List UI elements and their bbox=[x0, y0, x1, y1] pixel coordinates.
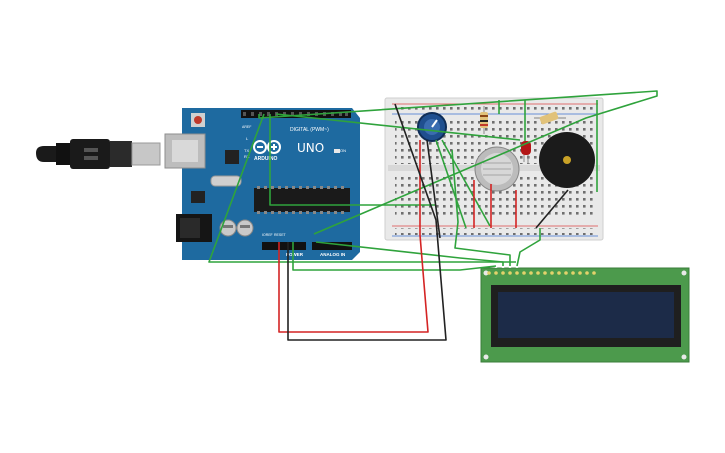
wire-black bbox=[287, 103, 447, 341]
ioref-label: IOREF bbox=[262, 233, 273, 237]
wire-green bbox=[315, 241, 504, 266]
wire-green bbox=[292, 242, 497, 271]
power-label: POWER bbox=[286, 252, 304, 257]
wire-green bbox=[451, 149, 511, 266]
on-label: ON bbox=[340, 148, 346, 153]
digital-header[interactable] bbox=[241, 110, 351, 118]
potentiometer-icon[interactable] bbox=[417, 112, 447, 142]
lcd-screen bbox=[498, 292, 674, 338]
l-label: L bbox=[246, 136, 249, 141]
reset-label: RESET bbox=[274, 233, 287, 237]
resistor-icon[interactable] bbox=[480, 106, 488, 134]
wire-green bbox=[269, 114, 436, 206]
power-header[interactable] bbox=[262, 242, 306, 250]
analog-label: ANALOG IN bbox=[320, 252, 345, 257]
wire-green bbox=[258, 90, 658, 235]
arduino-logo-icon bbox=[253, 140, 281, 154]
board-brand: ARDUINO bbox=[254, 156, 277, 162]
usb-cable-icon[interactable] bbox=[36, 139, 161, 169]
wire-green bbox=[275, 113, 521, 141]
wire-black bbox=[426, 139, 441, 239]
lcd-display-icon[interactable] bbox=[480, 264, 690, 363]
wires[interactable] bbox=[208, 90, 658, 341]
buzzer-icon[interactable] bbox=[539, 132, 595, 188]
wire-green bbox=[516, 228, 541, 267]
aref-label: AREF bbox=[242, 125, 251, 129]
atmega-chip bbox=[254, 188, 350, 212]
analog-header[interactable] bbox=[312, 242, 352, 250]
tx-label: TX bbox=[244, 148, 249, 153]
wire-black bbox=[535, 189, 569, 229]
wire-green bbox=[435, 139, 467, 229]
digital-label: DIGITAL (PWM~) bbox=[290, 127, 329, 133]
wire-green bbox=[208, 113, 516, 263]
resistor-icon[interactable] bbox=[534, 111, 566, 125]
board-model: UNO bbox=[297, 141, 324, 155]
wire-green bbox=[441, 139, 491, 227]
wire-red bbox=[278, 140, 429, 333]
arduino-uno-board[interactable]: DIGITAL (PWM~) ARDUINO UNO TX RX L ON AR… bbox=[164, 108, 360, 260]
gas-sensor-icon[interactable] bbox=[474, 146, 520, 192]
rx-label: RX bbox=[244, 154, 250, 159]
